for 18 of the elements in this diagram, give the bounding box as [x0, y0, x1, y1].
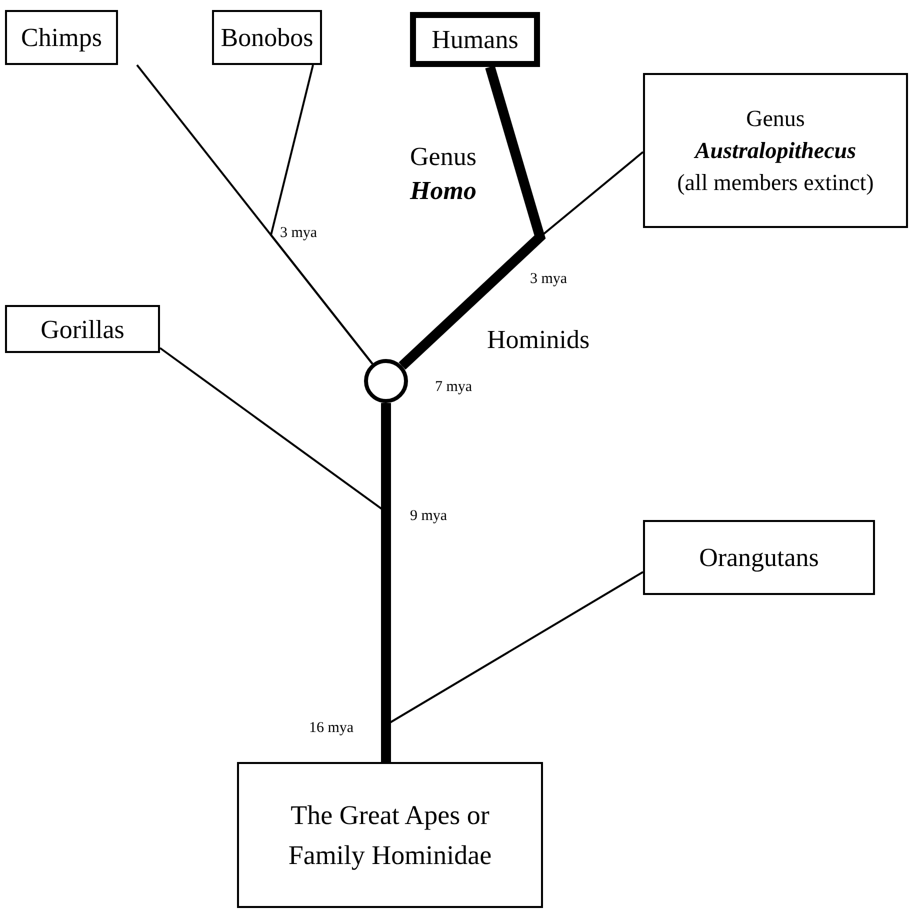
branch-label: 3 mya [530, 270, 568, 289]
branch-label: 9 mya [410, 507, 448, 526]
branch-label: Genus Homo [410, 141, 478, 207]
species-box: Bonobos [212, 10, 322, 65]
branch-label: Hominids [487, 324, 590, 356]
branch-line [401, 151, 644, 367]
branch-label: 7 mya [435, 378, 472, 397]
branch-label: 3 mya [280, 224, 318, 243]
species-box: Humans [410, 12, 540, 67]
branch-label: 16 mya [309, 719, 354, 738]
family-box: The Great Apes or Family Hominidae [237, 762, 543, 908]
branch-line [270, 64, 374, 364]
species-box: Chimps [5, 10, 118, 65]
branch-line [398, 66, 546, 370]
branch-line [381, 403, 391, 762]
genus-box: Genus Australopithecus (all members extinct) [643, 73, 908, 228]
species-box: Orangutans [643, 520, 875, 595]
species-box: Gorillas [5, 305, 160, 353]
